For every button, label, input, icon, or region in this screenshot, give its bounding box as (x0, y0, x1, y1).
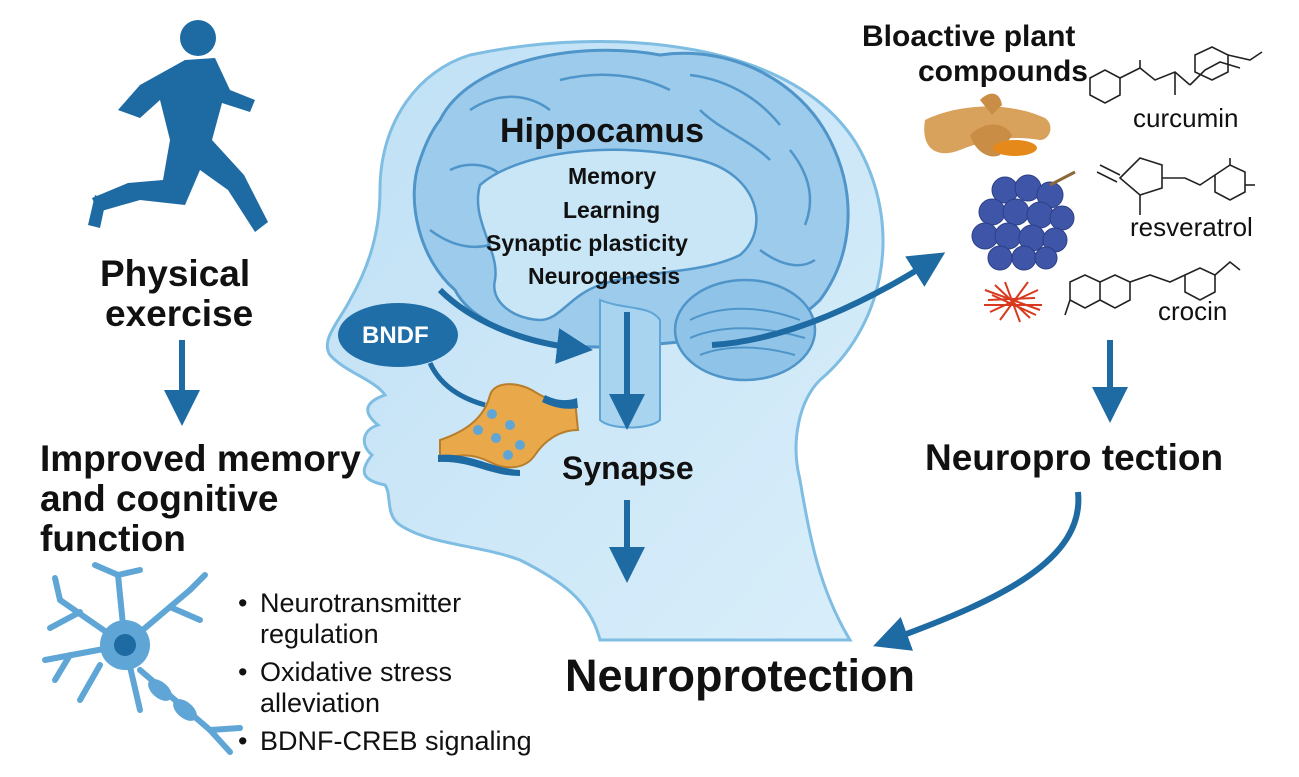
neuroprotection-right: Neuropro tection (925, 437, 1224, 478)
physical-exercise-line1: Physical (100, 253, 251, 294)
synapse-terminal-icon (438, 383, 580, 476)
arrow-to-synapse-curve (437, 287, 593, 364)
compound-resveratrol: resveratrol (1130, 212, 1253, 242)
bullet-bdnf-creb: BDNF-CREB signaling (238, 726, 532, 757)
improved-memory-line2: and cognitive (40, 478, 279, 519)
grapes-icon (971, 170, 1076, 271)
function-neurogenesis: Neurogenesis (528, 263, 681, 289)
resveratrol-structure-icon (1096, 157, 1255, 215)
running-person-icon (88, 20, 268, 232)
mechanisms-list: Neurotransmitter regulation Oxidative st… (238, 588, 532, 764)
improved-memory-line1: Improved memory (40, 438, 361, 479)
bullet-oxidative-stress-text: Oxidative stress alleviation (260, 657, 453, 718)
bullet-oxidative-stress: Oxidative stress alleviation (238, 657, 510, 719)
compound-curcumin: curcumin (1133, 103, 1239, 133)
neuron-axon-segments (148, 679, 197, 721)
function-synaptic-plasticity: Synaptic plasticity (486, 230, 688, 256)
bullet-neurotransmitter: Neurotransmitter regulation (238, 588, 510, 650)
improved-memory-line3: function (40, 518, 186, 559)
compound-crocin: crocin (1158, 296, 1228, 326)
bndf-label: BNDF (362, 322, 429, 349)
curcumin-structure-icon (1089, 46, 1263, 104)
arrow-brain-to-compounds (711, 252, 946, 348)
hippocampus-region (476, 148, 758, 322)
bullet-neurotransmitter-text: Neurotransmitter regulation (260, 588, 462, 649)
arrow-neuroprotection-curve (873, 491, 1082, 651)
function-memory: Memory (568, 163, 657, 189)
bndf-oval (338, 303, 458, 367)
bioactive-compounds-line2: compounds (918, 55, 1088, 88)
neuron-nucleus (114, 634, 136, 656)
saffron-icon (984, 281, 1042, 323)
bullet-bdnf-creb-text: BDNF-CREB signaling (260, 726, 532, 756)
cerebellum (673, 278, 817, 382)
neuroprotection-main: Neuroprotection (565, 650, 916, 701)
crocin-structure-icon (1064, 260, 1241, 316)
bioactive-compounds-line1: Bloactive plant (862, 20, 1076, 53)
turmeric-icon (924, 93, 1051, 157)
synapse-label: Synapse (562, 450, 694, 486)
physical-exercise-line2: exercise (105, 293, 254, 334)
function-learning: Learning (563, 197, 661, 223)
hippocampus-title: Hippocamus (500, 112, 705, 150)
arrow-bndf-to-synapse (427, 361, 486, 408)
